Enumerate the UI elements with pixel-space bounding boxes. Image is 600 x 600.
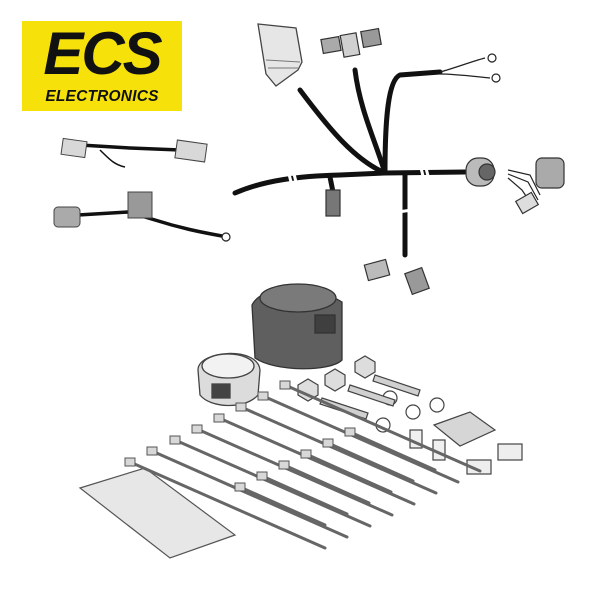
adhesive-pads-and-fuses [409,411,523,475]
harness-connectors [320,27,565,296]
wiring-harness [232,67,468,258]
socket-13-pin [251,283,343,370]
brand-logo: ECS ELECTRONICS [22,21,182,111]
rubber-seal [197,352,261,407]
control-module [257,23,303,87]
auxiliary-harness-1 [60,137,208,168]
brand-mark: ECS [43,20,162,87]
auxiliary-harness-2 [53,191,231,242]
brand-subtitle: ELECTRONICS [45,88,159,105]
foam-strip [78,467,237,559]
cable-ties [128,383,482,550]
